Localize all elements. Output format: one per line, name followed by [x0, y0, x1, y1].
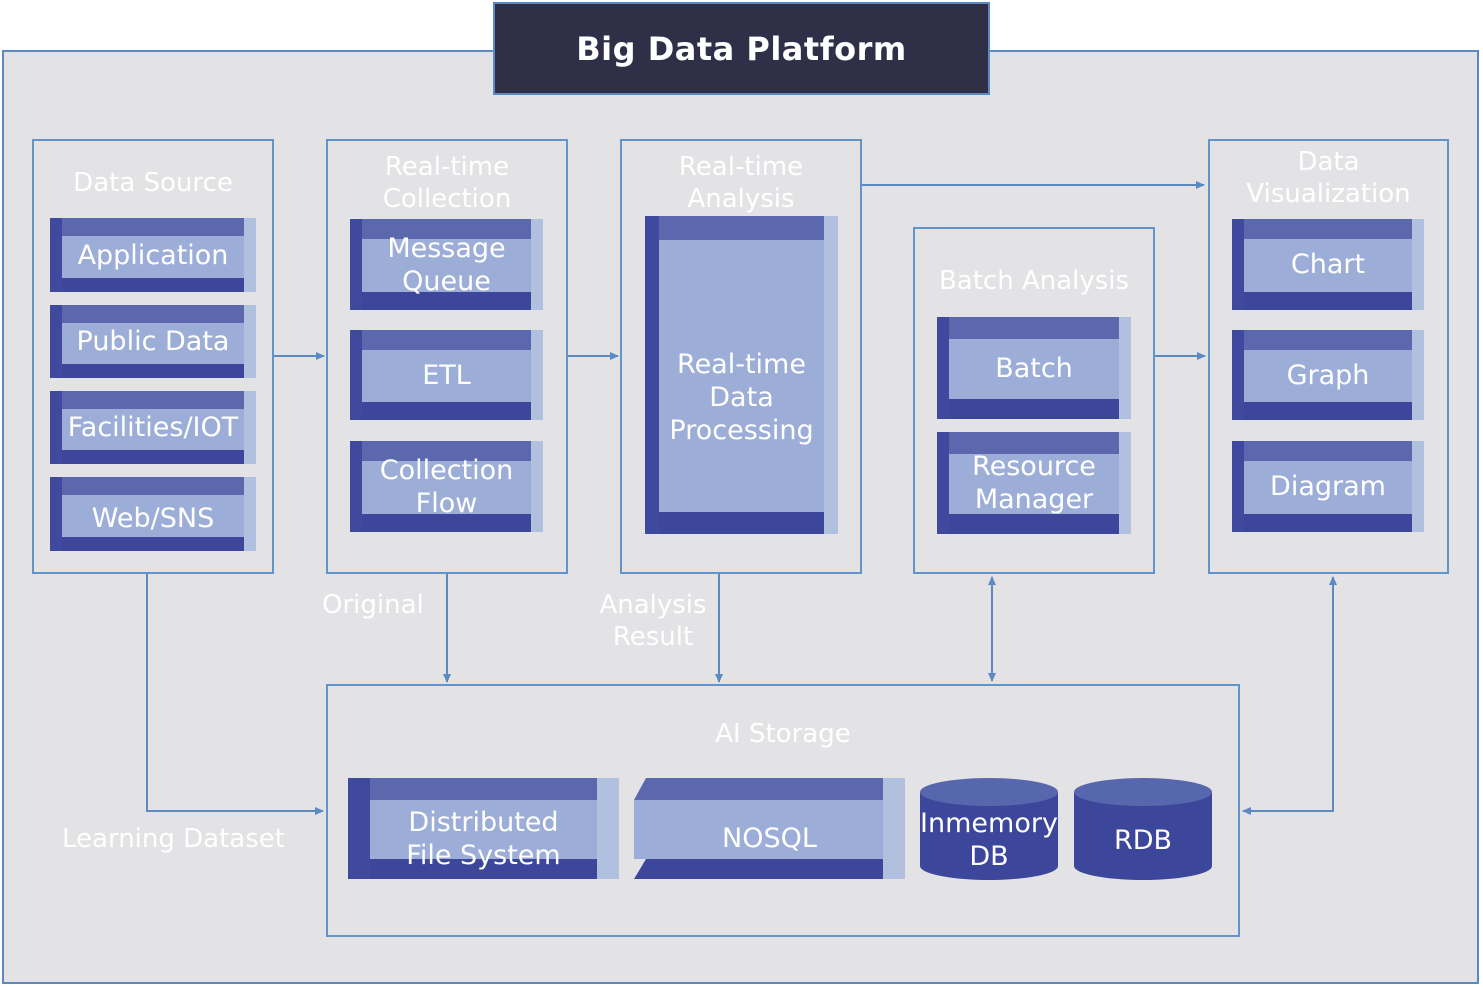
panel-title-data-source: Data Source [73, 168, 233, 198]
block-resource-manager-label: Resource Manager [972, 451, 1096, 515]
block-message-queue-label: Message Queue [387, 232, 506, 297]
panel-title-ai-storage: AI Storage [715, 719, 851, 749]
block-collection-flow-label: Collection Flow [379, 454, 514, 519]
block-collection-flow: Collection Flow [350, 441, 543, 532]
block-etl-label: ETL [422, 359, 471, 391]
block-facilities-iot-label: Facilities/IOT [67, 412, 239, 443]
block-realtime-data-processing: Real-time Data Processing [645, 216, 838, 534]
block-web-sns: Web/SNS [50, 477, 256, 551]
panel-title-realtime-analysis: Real-time Analysis [678, 152, 804, 214]
block-resource-manager: Resource Manager [937, 432, 1131, 534]
cylinder-inmemory-db: Inmemory DB [920, 778, 1058, 880]
platform-title: Big Data Platform [493, 2, 990, 95]
block-nosql: NOSQL [634, 778, 905, 879]
block-message-queue: Message Queue [350, 219, 543, 310]
block-distributed-file-system-label: Distributed File System [406, 806, 561, 871]
label-original: Original [322, 590, 424, 620]
block-facilities-iot: Facilities/IOT [50, 391, 256, 464]
cylinder-rdb: RDB [1074, 778, 1212, 880]
block-diagram-label: Diagram [1270, 471, 1386, 502]
block-application: Application [50, 218, 256, 292]
block-nosql-label: NOSQL [722, 823, 817, 854]
block-chart: Chart [1232, 219, 1424, 310]
block-diagram: Diagram [1232, 441, 1424, 532]
label-analysis-result: Analysis Result [599, 590, 707, 652]
panel-realtime-analysis: Real-time Analysis [620, 139, 862, 574]
panel-batch-analysis: Batch Analysis [913, 227, 1155, 574]
panel-title-realtime-collection: Real-time Collection [382, 152, 512, 214]
block-realtime-data-processing-label: Real-time Data Processing [669, 349, 814, 446]
arrow-storage-visualization-bidirectional [1242, 576, 1337, 815]
panel-realtime-collection: Real-time Collection [326, 139, 568, 574]
block-graph: Graph [1232, 330, 1424, 420]
block-web-sns-label: Web/SNS [91, 502, 215, 534]
panel-data-visualization: Data Visualization [1208, 139, 1449, 574]
label-learning-dataset: Learning Dataset [62, 824, 285, 854]
block-public-data-label: Public Data [76, 326, 230, 357]
block-graph-label: Graph [1286, 359, 1370, 391]
panel-ai-storage: AI Storage [326, 684, 1240, 937]
arrow-source-to-storage [146, 574, 324, 815]
block-etl: ETL [350, 330, 543, 420]
block-batch: Batch [937, 317, 1131, 419]
panel-data-source: Data Source [32, 139, 274, 574]
cylinder-inmemory-db-label: Inmemory DB [920, 808, 1058, 872]
cylinder-rdb-label: RDB [1113, 824, 1173, 856]
block-chart-label: Chart [1290, 249, 1366, 280]
panel-title-batch-analysis: Batch Analysis [938, 266, 1130, 296]
block-application-label: Application [77, 239, 229, 271]
block-public-data: Public Data [50, 305, 256, 378]
block-distributed-file-system: Distributed File System [348, 778, 619, 879]
block-batch-label: Batch [995, 352, 1073, 384]
panel-title-data-visualization: Data Visualization [1246, 147, 1411, 209]
